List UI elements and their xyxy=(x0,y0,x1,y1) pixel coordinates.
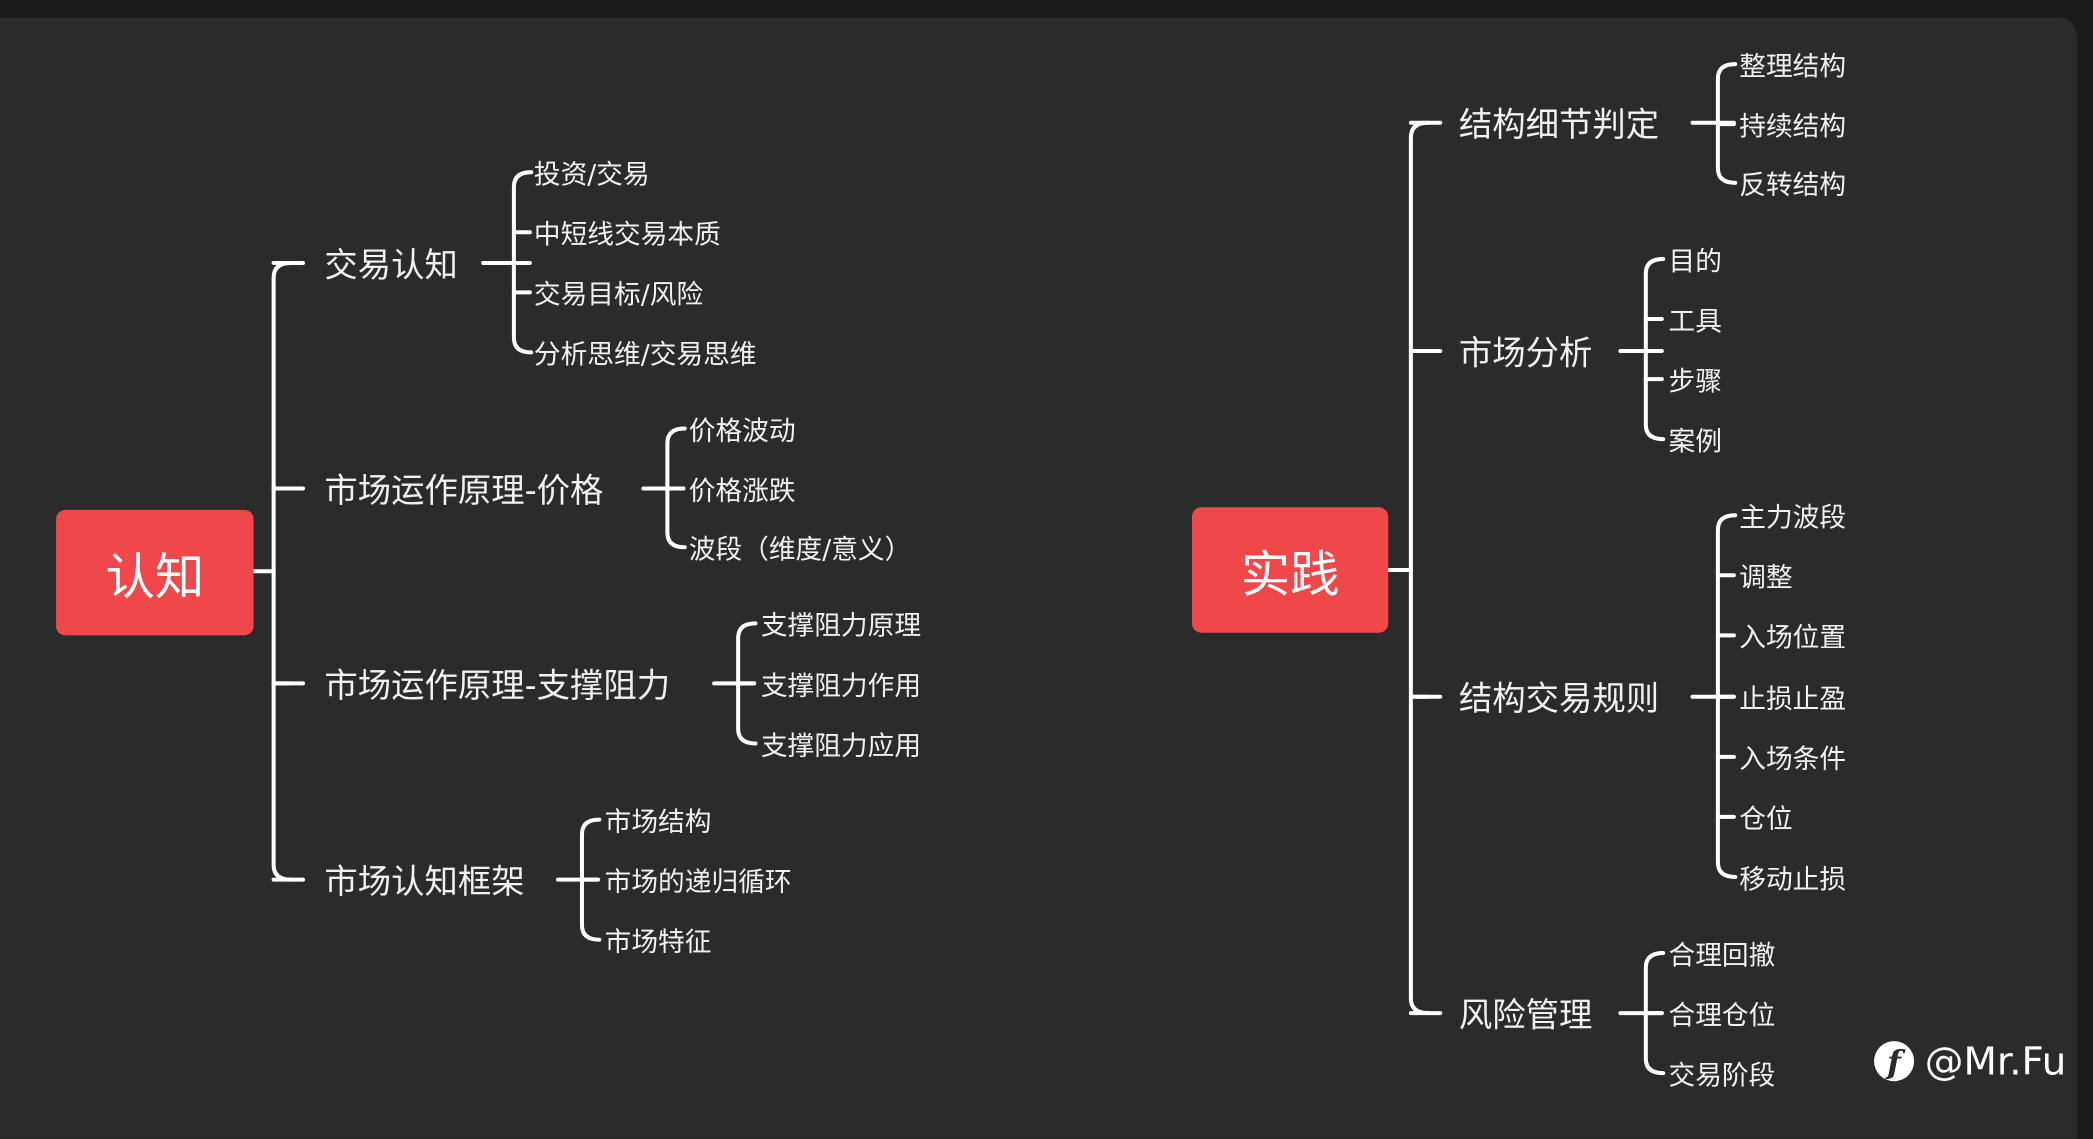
right-leaf-node[interactable]: 案例 xyxy=(1668,425,1722,458)
right-leaf-node[interactable]: 工具 xyxy=(1668,305,1722,338)
left-leaf-node[interactable]: 市场的递归循环 xyxy=(604,865,792,898)
right-leaf-node[interactable]: 反转结构 xyxy=(1739,168,1847,201)
left-branch-node[interactable]: 市场运作原理-价格 xyxy=(324,471,604,510)
left-branch-node[interactable]: 交易认知 xyxy=(324,245,458,285)
left-leaf-node[interactable]: 价格涨跌 xyxy=(688,474,796,507)
right-leaf-node[interactable]: 入场位置 xyxy=(1739,621,1847,654)
right-leaf-node[interactable]: 交易阶段 xyxy=(1668,1059,1776,1092)
right-leaf-node[interactable]: 止损止盈 xyxy=(1739,682,1847,715)
right-leaf-node[interactable]: 调整 xyxy=(1739,561,1793,594)
left-leaf-node[interactable]: 投资/交易 xyxy=(533,158,650,191)
left-leaf-node[interactable]: 市场特征 xyxy=(604,925,712,958)
right-leaf-node[interactable]: 合理回撤 xyxy=(1668,939,1776,972)
left-leaf-node[interactable]: 波段（维度/意义） xyxy=(688,533,912,566)
left-trunk xyxy=(271,260,293,882)
left-leaf-node[interactable]: 支撑阻力应用 xyxy=(760,729,922,762)
right-branch-node[interactable]: 结构细节判定 xyxy=(1458,105,1660,145)
right-leaf-node[interactable]: 整理结构 xyxy=(1739,50,1847,83)
left-branch-node[interactable]: 市场运作原理-支撑阻力 xyxy=(324,666,671,705)
facebook-icon: f xyxy=(1874,1041,1915,1082)
root-node-practice[interactable]: 实践 xyxy=(1191,507,1389,633)
left-leaf-node[interactable]: 交易目标/风险 xyxy=(533,278,704,311)
left-leaf-node[interactable]: 市场结构 xyxy=(604,805,712,838)
right-branch-node[interactable]: 市场分析 xyxy=(1458,333,1593,373)
left-sub-bracket xyxy=(511,170,534,355)
right-leaf-node[interactable]: 仓位 xyxy=(1739,802,1793,835)
left-branch-node[interactable]: 市场认知框架 xyxy=(324,862,525,901)
root-node-cognition[interactable]: 认知 xyxy=(56,509,254,636)
left-leaf-node[interactable]: 价格波动 xyxy=(688,414,796,447)
right-leaf-node[interactable]: 入场条件 xyxy=(1739,742,1847,775)
left-leaf-node[interactable]: 支撑阻力原理 xyxy=(760,609,922,642)
right-leaf-node[interactable]: 步骤 xyxy=(1668,365,1722,398)
right-branch-node[interactable]: 结构交易规则 xyxy=(1458,679,1660,719)
watermark: f @Mr.Fu xyxy=(1874,1038,2067,1084)
right-trunk xyxy=(1408,120,1431,1016)
right-leaf-node[interactable]: 持续结构 xyxy=(1739,110,1847,143)
left-leaf-node[interactable]: 分析思维/交易思维 xyxy=(533,338,757,371)
right-leaf-node[interactable]: 主力波段 xyxy=(1739,501,1847,534)
right-leaf-node[interactable]: 目的 xyxy=(1668,244,1722,277)
right-leaf-node[interactable]: 合理仓位 xyxy=(1668,999,1776,1032)
left-leaf-node[interactable]: 中短线交易本质 xyxy=(533,218,721,251)
right-leaf-node[interactable]: 移动止损 xyxy=(1739,862,1847,895)
right-sub-bracket xyxy=(1643,256,1666,442)
watermark-text: @Mr.Fu xyxy=(1924,1038,2067,1084)
left-leaf-node[interactable]: 支撑阻力作用 xyxy=(760,669,922,702)
right-branch-node[interactable]: 风险管理 xyxy=(1458,995,1593,1035)
canvas-panel xyxy=(0,17,2077,1139)
